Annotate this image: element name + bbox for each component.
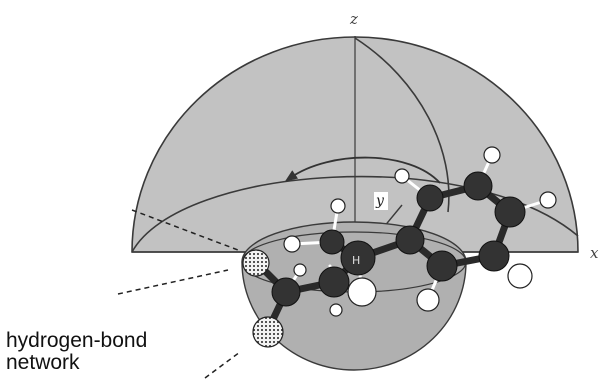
callout-line-1: hydrogen-bond: [6, 329, 148, 352]
y-axis-label-bg: [374, 192, 388, 210]
dashed-pointers: [117, 209, 241, 379]
pointer-line-bottom: [204, 351, 241, 379]
pointer-line-top: [131, 209, 239, 251]
callout-line-2: network: [6, 351, 80, 374]
z-axis-label: z: [349, 10, 358, 28]
dotted-atom-upper: [242, 249, 270, 277]
hydrogen-bond-atoms: [242, 249, 284, 348]
hydrogen-atoms: [283, 146, 557, 317]
hydrogen-bond-network-label: hydrogen-bond network: [6, 330, 206, 374]
rotation-arrow: [284, 156, 441, 184]
heavy-atoms: [271, 171, 526, 307]
pointer-line-middle: [117, 269, 229, 295]
x-axis-label: x: [590, 244, 599, 262]
meridian-arc: [354, 37, 450, 213]
dotted-atom-lower: [252, 316, 284, 348]
central-atom-label: H: [352, 254, 360, 267]
y-axis-label: y: [375, 193, 385, 209]
